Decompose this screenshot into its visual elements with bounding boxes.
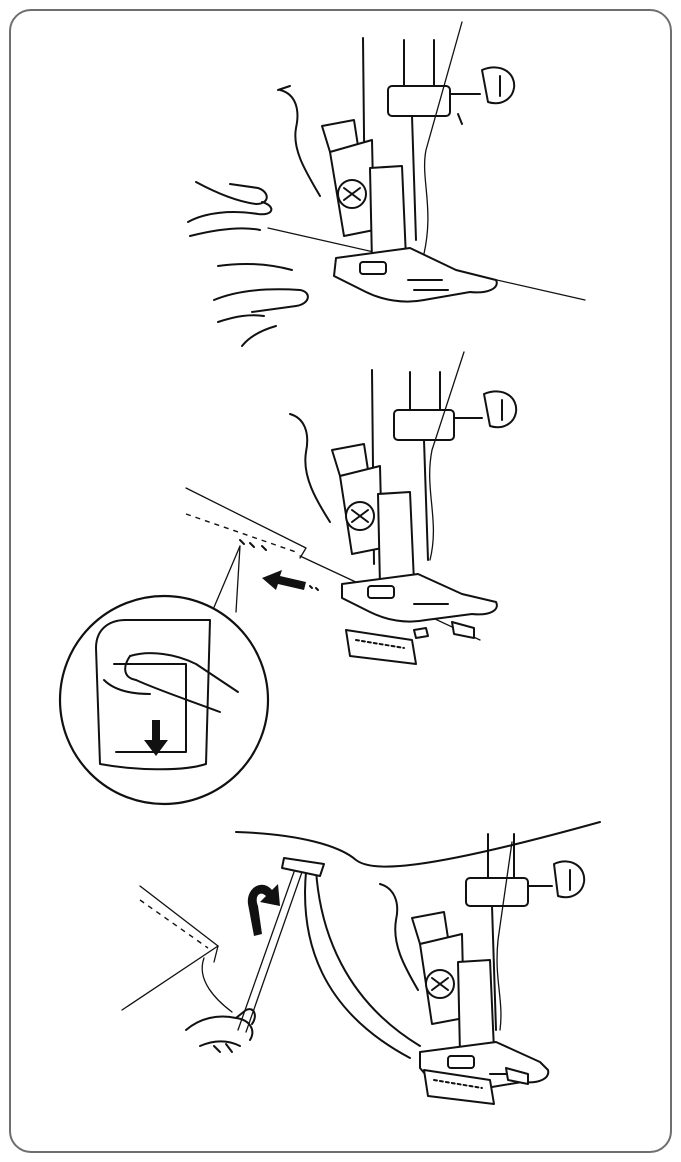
panel-reverse-stitch (58, 351, 518, 806)
thread-cutter-icon (281, 857, 325, 877)
presser-foot-icon (321, 119, 498, 303)
hand-icon (124, 652, 239, 713)
needle-clamp (387, 66, 516, 125)
presser-lever (379, 883, 419, 991)
hand-icon (187, 181, 309, 347)
needle-shaft (487, 833, 515, 881)
feed-dog-plate (423, 1069, 495, 1105)
presser-lever (279, 89, 321, 197)
needle-icon (423, 439, 429, 561)
needle-icon (491, 905, 497, 1031)
presser-lever (289, 413, 331, 523)
needle-clamp (465, 860, 586, 907)
thread (421, 21, 463, 263)
thread (237, 871, 295, 1031)
needle-icon (411, 115, 417, 241)
machine-face (235, 821, 601, 868)
thread (496, 841, 513, 1031)
needle-shaft (409, 371, 441, 413)
reverse-button-callout (58, 594, 270, 806)
panel-place-fabric (187, 21, 586, 347)
presser-foot-icon (411, 911, 550, 1091)
panel-cut-thread (121, 821, 601, 1105)
hand-icon (185, 1008, 256, 1053)
needle-shaft (403, 39, 435, 89)
thread (429, 351, 465, 561)
needle-clamp (393, 390, 518, 441)
curved-arrow-icon (247, 884, 280, 936)
stitch-line (185, 513, 297, 553)
feed-dog-plate (345, 629, 417, 665)
arrow-down-icon (144, 720, 168, 756)
fabric-sheet (139, 885, 219, 947)
arrow-left-icon (262, 570, 319, 591)
presser-foot-icon (331, 443, 498, 623)
fabric-sheet (185, 487, 307, 559)
